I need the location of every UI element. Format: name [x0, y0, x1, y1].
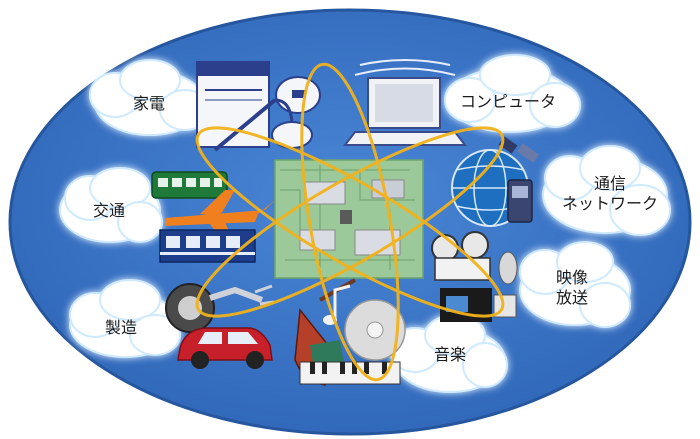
circuit-board-icon: [274, 159, 424, 279]
label-transport: 交通: [93, 201, 126, 220]
microphone-icon: [498, 251, 518, 285]
label-broadcast: 映像 放送: [556, 268, 588, 308]
cloud-computer: [444, 54, 581, 133]
cd-icon: [344, 299, 406, 361]
label-broadcast-line1: 映像: [556, 268, 589, 287]
label-manufacturing: 製造: [105, 318, 138, 337]
label-broadcast-line2: 放送: [556, 288, 589, 307]
orbit-lines: [195, 62, 505, 382]
train-icon: [159, 229, 256, 263]
cloud-transport: [59, 167, 163, 243]
label-network-line1: 通信: [594, 174, 627, 193]
label-appliances: 家電: [133, 94, 166, 113]
rice-cooker-icon: [275, 76, 321, 114]
mobile-phone-icon: [507, 179, 533, 223]
label-network-line2: ネットワーク: [562, 194, 659, 213]
cloud-network: [542, 145, 671, 236]
label-computer: コンピュータ: [460, 92, 557, 111]
tire-icon: [165, 283, 215, 333]
label-music: 音楽: [434, 345, 467, 364]
label-network: 通信 ネットワーク: [562, 174, 658, 214]
cloud-broadcast: [519, 241, 631, 328]
tram-icon: [151, 171, 228, 199]
cloud-manufacturing: [69, 279, 181, 358]
car-icon: [177, 327, 273, 369]
computer-icon: [342, 59, 468, 146]
